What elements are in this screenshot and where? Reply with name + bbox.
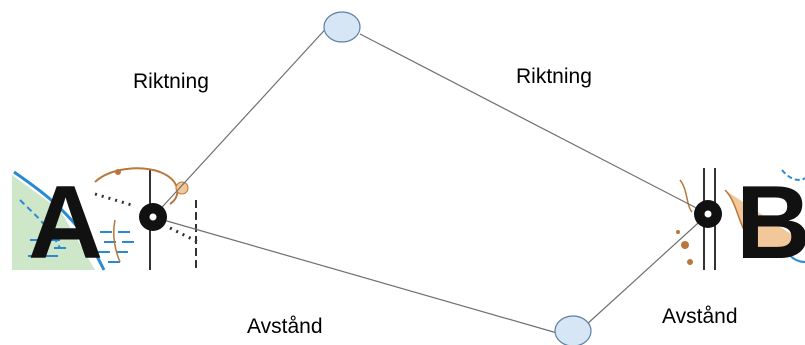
line-top-waypoint-to-b bbox=[359, 33, 709, 215]
distance-label-left: Avstånd bbox=[247, 315, 323, 338]
line-bottom-waypoint-to-b bbox=[585, 213, 709, 326]
start-letter: A bbox=[28, 165, 103, 281]
line-a-to-bottom-waypoint bbox=[152, 216, 558, 334]
direction-label-right: Riktning bbox=[516, 65, 592, 88]
line-a-to-top-waypoint bbox=[152, 21, 333, 218]
route-lines bbox=[152, 21, 709, 334]
distance-label-right: Avstånd bbox=[662, 305, 738, 328]
map-patch-a bbox=[12, 164, 200, 271]
direction-label-left: Riktning bbox=[133, 70, 209, 93]
control-point-b bbox=[694, 200, 722, 228]
control-point-a bbox=[139, 203, 167, 231]
finish-letter: B bbox=[736, 165, 805, 281]
waypoint-top bbox=[323, 11, 361, 43]
waypoint-bottom bbox=[554, 315, 592, 345]
